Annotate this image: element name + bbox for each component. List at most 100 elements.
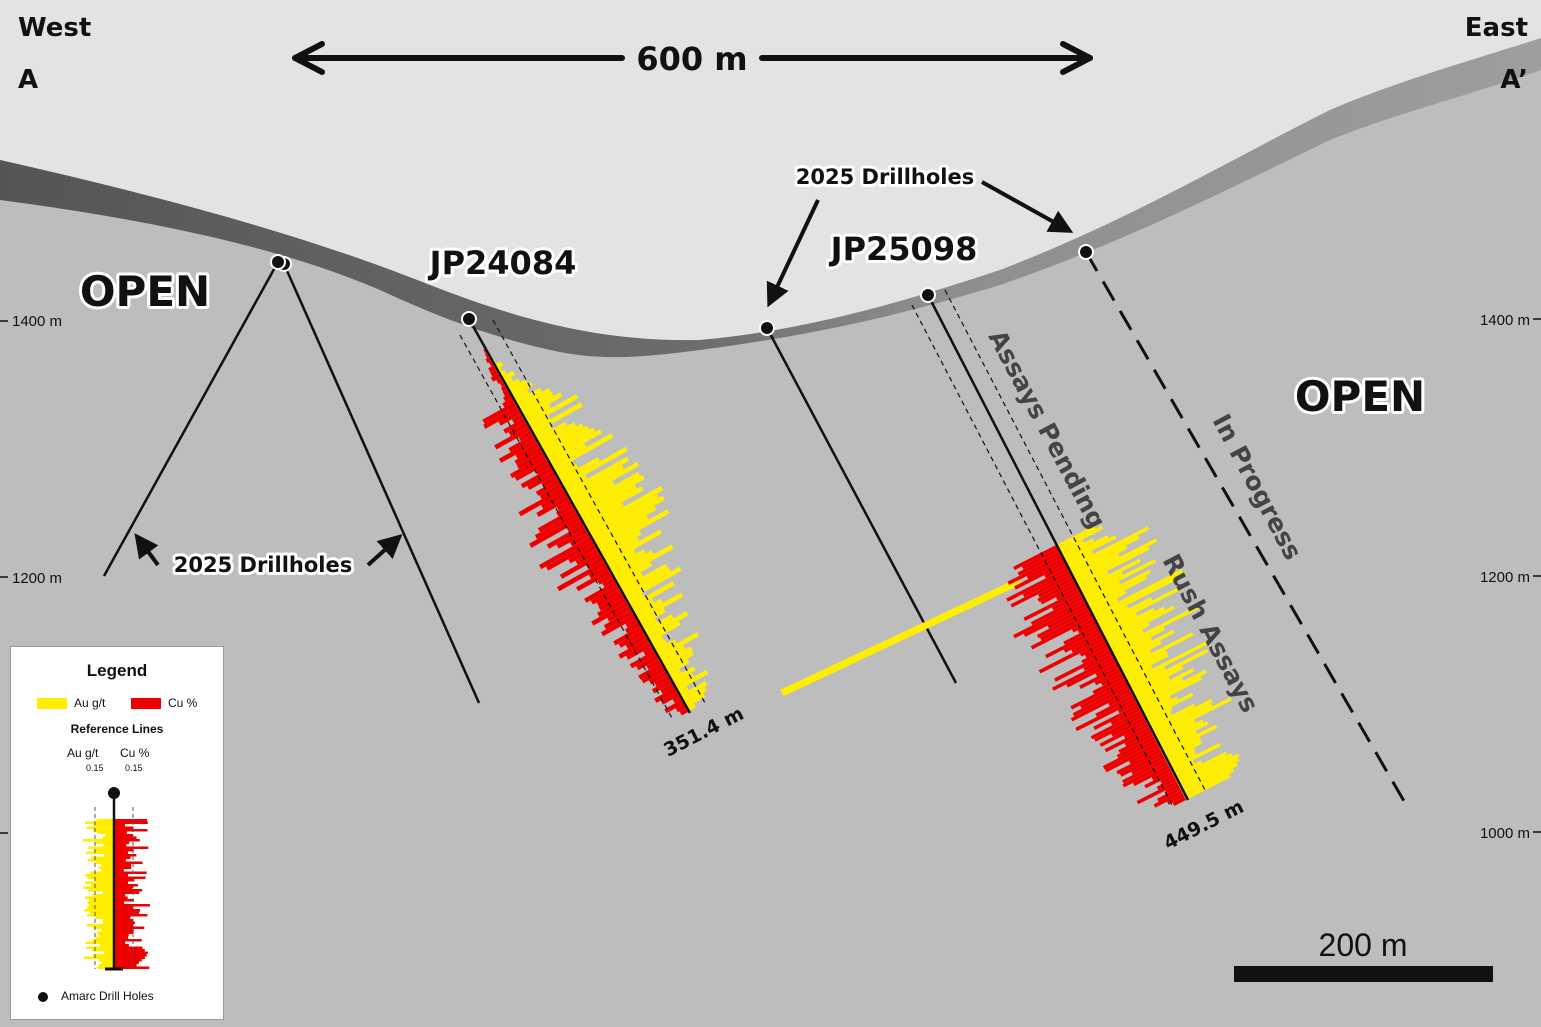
- jp25098-au-bar: [1080, 571, 1124, 596]
- jp25098-au-bar: [1098, 582, 1190, 632]
- top-scale-arrow: [292, 41, 1093, 75]
- jp24084-cu-bar: [618, 638, 650, 659]
- jp25098-cu-bar: [1108, 691, 1133, 707]
- jp24084-au-bar: [516, 387, 552, 411]
- jp25098-au-histogram: [1056, 525, 1240, 800]
- jp24084-au-bar: [665, 658, 690, 676]
- jp24084-au-bar: [509, 382, 534, 398]
- jp25098-cu-bar: [1038, 576, 1074, 598]
- jp25098-au-bar: [1132, 676, 1170, 698]
- jp25098-cu-bar: [1092, 675, 1125, 695]
- jp24084-au-bar: [660, 646, 693, 668]
- legend-au-bar: [93, 824, 114, 827]
- jp25098-trace: [926, 294, 1190, 801]
- legend-au-bar: [87, 901, 114, 904]
- collar-marker-west-a: [270, 254, 286, 270]
- jp25098-au-bar: [1109, 604, 1201, 654]
- jp24084-au-bar: [550, 433, 614, 472]
- jp24084-cu-bar: [514, 459, 549, 481]
- legend-cu-bar: [114, 856, 131, 859]
- jp24084-cu-bar: [660, 683, 675, 694]
- legend-au-bar: [87, 906, 114, 909]
- jp24084-cu-bar: [607, 606, 631, 622]
- jp24084-au-bar: [543, 427, 596, 460]
- pointer-arrow: [134, 533, 160, 567]
- jp24084-au-bar: [582, 502, 625, 529]
- legend-au-bar: [83, 956, 114, 959]
- jp24084-cu-bar: [568, 544, 597, 564]
- legend-au-bar: [98, 934, 114, 937]
- jp24084-au-bar: [649, 635, 664, 647]
- jp25098-cu-bar: [1040, 611, 1092, 641]
- legend-cu-bar: [114, 911, 140, 914]
- jp25098-cu-bar: [1079, 640, 1107, 657]
- legend-panel: Legend Au g/t Cu % Reference Lines Au g/…: [10, 646, 224, 1020]
- jp24084-cu-bar: [556, 500, 572, 511]
- jp24084-cu-bar: [602, 577, 615, 588]
- legend-cu-bar: [114, 924, 134, 927]
- jp24084-au-bar: [520, 392, 563, 419]
- collar-marker-middle: [759, 320, 775, 336]
- legend-drill-holes-label: Amarc Drill Holes: [61, 989, 154, 1003]
- jp25098-cu-bar: [1071, 634, 1104, 653]
- legend-cu-bar: [114, 886, 133, 889]
- jp24084-au-bar: [578, 484, 637, 521]
- jp25098-au-bar: [1112, 637, 1153, 660]
- jp25098-au-bar: [1078, 558, 1141, 593]
- top-scale-label: 600 m: [636, 40, 747, 78]
- jp25098-reference-lines: [911, 289, 1206, 806]
- jp25098-cu-bar: [1051, 592, 1082, 611]
- jp25098-cu-bar: [1013, 545, 1058, 571]
- legend-cu-bar: [114, 826, 134, 829]
- jp25098-cu-bar: [1063, 624, 1099, 645]
- jp24084-au-bar: [541, 425, 590, 456]
- jp25098-cu-bar: [1104, 742, 1159, 773]
- legend-cu-bar: [114, 894, 126, 897]
- collar-markers: [270, 244, 1094, 336]
- legend-cu-bar: [114, 921, 135, 924]
- legend-au-bar: [87, 914, 114, 917]
- legend-cu-bar: [114, 861, 143, 864]
- legend-au-bar: [99, 944, 114, 947]
- jp24084-cu-bar: [575, 548, 599, 565]
- jp24084-cu-bar: [660, 691, 679, 705]
- jp24084-au-histogram: [482, 345, 709, 712]
- jp25098-cu-bar: [1122, 758, 1167, 784]
- legend-au-bar: [95, 916, 114, 919]
- jp25098-au-bar: [1179, 757, 1240, 791]
- jp24084-cu-bar: [576, 569, 611, 592]
- legend-cu-bar: [114, 836, 137, 839]
- jp24084-cu-bar: [529, 516, 581, 548]
- jp25098-au-bar: [1184, 773, 1231, 800]
- jp25098-cu-bar: [1094, 713, 1144, 742]
- section-a-prime-label: A’: [1500, 65, 1528, 95]
- jp24084-au-bar: [674, 669, 709, 692]
- jp24084-au-bar: [681, 686, 707, 704]
- jp24084-cu-bar: [598, 593, 624, 611]
- jp24084-au-bar: [651, 639, 668, 651]
- jp24084-cu-bar: [672, 695, 682, 704]
- jp24084-cu-bar: [584, 581, 617, 603]
- legend-au-bar: [85, 874, 114, 877]
- jp25098-au-bar: [1182, 768, 1235, 797]
- jp25098-au-bar: [1166, 747, 1196, 765]
- jp25098-au-bar: [1121, 649, 1168, 676]
- legend-cu-bar: [114, 866, 132, 869]
- open-right-label: OPEN: [1295, 372, 1425, 421]
- jp25098-au-bar: [1083, 581, 1121, 603]
- legend-cu-bar: [114, 899, 134, 902]
- jp25098-cu-bar: [1056, 586, 1079, 601]
- jp25098-cu-bar: [1013, 599, 1086, 639]
- jp25098-cu-bar: [1072, 685, 1130, 717]
- legend-cu-bar: [114, 819, 147, 822]
- legend-au-bar: [95, 841, 114, 844]
- section-a-label: A: [18, 65, 38, 95]
- elevation-left-1400: 1400 m: [12, 313, 62, 330]
- jp25098-cu-bar: [1119, 752, 1164, 777]
- jp24084-cu-bar: [596, 589, 622, 607]
- legend-cu-bar: [114, 871, 147, 874]
- jp25098-cu-bar: [1036, 608, 1091, 639]
- jp25098-cu-bar: [1124, 729, 1152, 747]
- legend-au-bar: [101, 869, 114, 872]
